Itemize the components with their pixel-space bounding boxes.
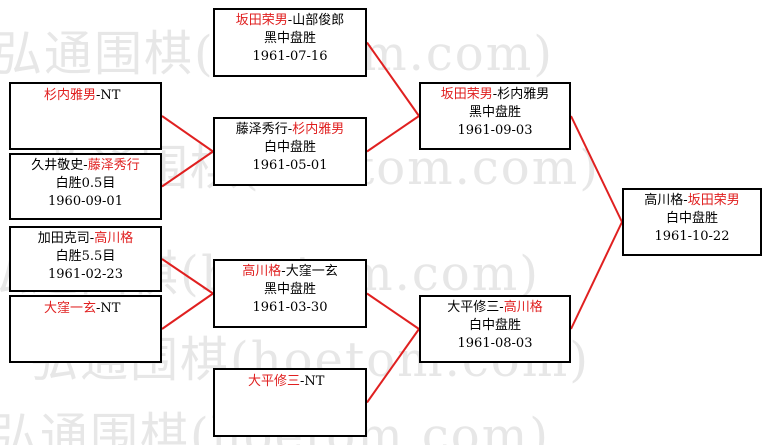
- connector-line: [570, 115, 623, 223]
- match-result: 白胜0.5目: [55, 176, 116, 191]
- player-separator: -: [287, 122, 293, 137]
- match-players: 藤泽秀行-杉内雅男: [215, 121, 365, 139]
- player-separator: -: [300, 374, 305, 389]
- player-separator: -: [492, 87, 498, 102]
- player-name: 久井敬史: [31, 158, 84, 173]
- player-name: 山部俊郎: [292, 13, 345, 28]
- player-separator: -: [499, 300, 504, 315]
- player-name: 坂田荣男: [235, 13, 288, 28]
- match-date: 1961-02-23: [48, 267, 123, 282]
- match-result: 黑中盘胜: [263, 282, 316, 297]
- match-players: 杉内雅男-NT: [11, 87, 160, 105]
- player-name: 高川格: [644, 193, 684, 208]
- connector-line: [366, 292, 420, 330]
- player-name: 藤泽秀行: [235, 122, 288, 137]
- connector-line: [161, 292, 214, 330]
- player-name: 加田克司: [37, 231, 90, 246]
- connector-line: [161, 150, 214, 188]
- player-name: 杉内雅男: [497, 87, 550, 102]
- player-name: NT: [304, 374, 325, 389]
- match-result: 白中盘胜: [665, 211, 718, 226]
- match-date: 1961-08-03: [457, 336, 533, 351]
- match-result: 白中盘胜: [263, 140, 316, 155]
- player-name: 大平修三: [248, 374, 301, 389]
- player-name: 高川格: [94, 231, 134, 246]
- connector-line: [366, 328, 420, 404]
- player-separator: -: [281, 264, 286, 279]
- player-separator: -: [287, 13, 293, 28]
- connector-line: [161, 258, 214, 295]
- player-name: 杉内雅男: [292, 122, 345, 137]
- match-date: 1961-09-03: [457, 123, 533, 138]
- connector-line: [570, 221, 623, 330]
- match-players: 坂田荣男-杉内雅男: [421, 86, 569, 104]
- player-name: 大窪一玄: [285, 264, 338, 279]
- match-result: 黑中盘胜: [468, 105, 521, 120]
- match-players: 高川格-大窪一玄: [215, 263, 365, 281]
- player-name: 高川格: [242, 264, 282, 279]
- match-players: 久井敬史-藤泽秀行: [11, 157, 160, 175]
- match-date: 1960-09-01: [48, 194, 123, 209]
- player-name: 大平修三: [447, 300, 500, 315]
- player-name: 坂田荣男: [687, 193, 740, 208]
- player-name: 高川格: [503, 300, 543, 315]
- match-box[interactable]: 大平修三-NT: [213, 368, 367, 437]
- player-name: 藤泽秀行: [87, 158, 140, 173]
- player-name: 杉内雅男: [44, 88, 97, 103]
- player-name: 大窪一玄: [44, 301, 97, 316]
- player-name: NT: [100, 301, 121, 316]
- match-players: 高川格-坂田荣男: [624, 192, 760, 210]
- player-separator: -: [96, 301, 101, 316]
- match-players: 加田克司-高川格: [11, 230, 160, 248]
- match-players: 大平修三-高川格: [421, 299, 569, 317]
- match-box[interactable]: 大窪一玄-NT: [9, 295, 162, 363]
- match-box[interactable]: 杉内雅男-NT: [9, 82, 162, 150]
- player-separator: -: [96, 88, 101, 103]
- match-date: 1961-07-16: [252, 49, 328, 64]
- match-players: 坂田荣男-山部俊郎: [215, 12, 365, 30]
- match-date: 1961-05-01: [252, 158, 328, 173]
- match-date: 1961-10-22: [654, 229, 730, 244]
- connector-line: [366, 115, 420, 153]
- connector-line: [161, 115, 214, 153]
- match-result: 白胜5.5目: [55, 249, 116, 264]
- player-separator: -: [83, 158, 88, 173]
- player-separator: -: [89, 231, 95, 246]
- player-name: 坂田荣男: [440, 87, 493, 102]
- match-result: 白中盘胜: [468, 318, 521, 333]
- match-players: 大窪一玄-NT: [11, 300, 160, 318]
- connector-line: [366, 41, 420, 117]
- player-separator: -: [683, 193, 688, 208]
- match-date: 1961-03-30: [252, 300, 328, 315]
- match-players: 大平修三-NT: [215, 373, 365, 391]
- player-name: NT: [100, 88, 121, 103]
- match-result: 黑中盘胜: [263, 31, 316, 46]
